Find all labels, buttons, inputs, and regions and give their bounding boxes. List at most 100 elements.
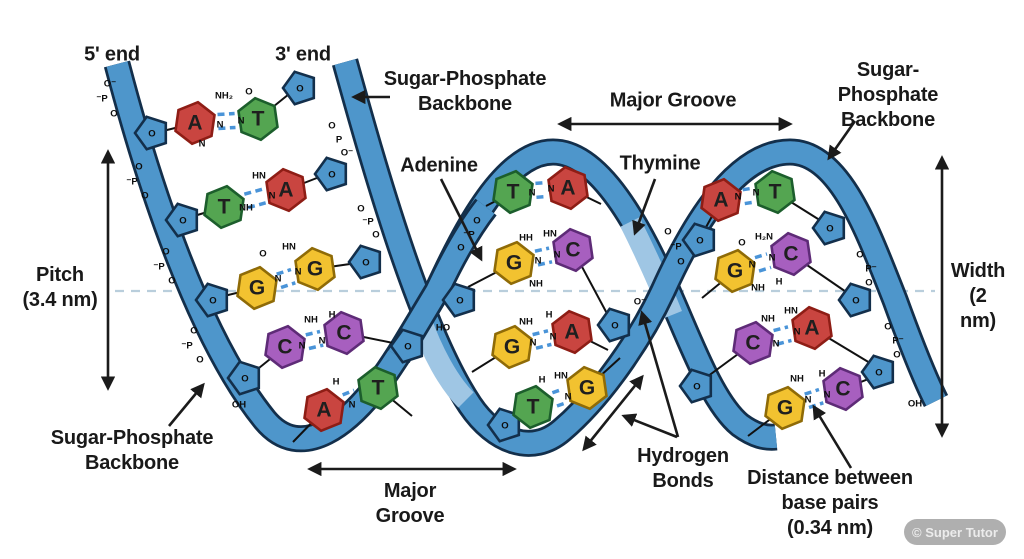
atom-label: N bbox=[295, 267, 302, 278]
phosphate-label: O bbox=[884, 322, 891, 333]
sugar-oxygen-label: O bbox=[456, 296, 463, 307]
label-major-groove-bottom: Major Groove bbox=[375, 480, 445, 527]
hydrogen-bond-dashes bbox=[534, 246, 550, 253]
phosphate-label: O bbox=[865, 278, 872, 289]
base-A bbox=[174, 100, 216, 146]
base-letter: A bbox=[804, 317, 819, 340]
atom-label: NH bbox=[751, 283, 765, 294]
atom-label: NH bbox=[761, 314, 775, 325]
base-letter: T bbox=[769, 181, 782, 204]
base-letter: A bbox=[564, 321, 579, 344]
sugar-oxygen-label: O bbox=[148, 129, 155, 140]
hydrogen-bond-dashes bbox=[305, 329, 321, 337]
base-letter: C bbox=[565, 239, 580, 262]
deoxyribose-sugar bbox=[860, 354, 895, 390]
atom-label: N bbox=[299, 341, 306, 352]
phosphate-label: ⁻P bbox=[96, 94, 108, 105]
phosphate-label: ⁻P bbox=[126, 177, 138, 188]
base-letter: T bbox=[527, 396, 540, 419]
phosphate-label: ⁻P bbox=[670, 242, 682, 253]
base-letter: A bbox=[560, 177, 575, 200]
atom-label: N bbox=[735, 192, 742, 203]
phosphate-label: O bbox=[473, 216, 480, 227]
hydrogen-bond-dashes bbox=[758, 265, 772, 273]
atom-label: O bbox=[738, 238, 745, 249]
atom-label: N bbox=[275, 274, 282, 285]
phosphate-label: O bbox=[372, 230, 379, 241]
label-sugar-phosphate-top-right: Sugar-Phosphate Backbone bbox=[837, 58, 939, 131]
label-five-prime-end: 5' end bbox=[84, 43, 140, 66]
base-letter: A bbox=[713, 189, 728, 212]
deoxyribose-sugar bbox=[347, 244, 382, 280]
base-T bbox=[492, 169, 534, 215]
base-letter: C bbox=[835, 378, 850, 401]
atom-label: H bbox=[329, 310, 336, 321]
hydrogen-bond-dashes bbox=[217, 111, 235, 117]
hydrogen-bond-dashes bbox=[744, 200, 754, 206]
base-C bbox=[552, 227, 594, 273]
atom-label: NH bbox=[519, 317, 533, 328]
atom-label: N bbox=[773, 339, 780, 350]
base-letter: C bbox=[745, 332, 760, 355]
hydrogen-bond-dashes bbox=[276, 267, 292, 276]
atom-label: N bbox=[269, 191, 276, 202]
sugar-oxygen-label: O bbox=[693, 382, 700, 393]
atom-label: N bbox=[217, 120, 224, 131]
base-T bbox=[357, 365, 399, 411]
atom-label: N bbox=[805, 395, 812, 406]
deoxyribose-sugar bbox=[226, 360, 261, 396]
base-T bbox=[512, 384, 554, 430]
base-G bbox=[764, 385, 806, 431]
base-letter: T bbox=[218, 196, 231, 219]
deoxyribose-sugar bbox=[811, 210, 846, 246]
phosphate-label: O bbox=[357, 204, 364, 215]
sugar-oxygen-label: O bbox=[501, 421, 508, 432]
hydrogen-bond-dashes bbox=[247, 201, 267, 210]
phosphate-label: O⁻ bbox=[104, 79, 116, 90]
atom-label: O bbox=[259, 249, 266, 260]
phosphate-label: O bbox=[110, 109, 117, 120]
hydrogen-bond-dashes bbox=[754, 252, 768, 260]
base-T bbox=[754, 169, 796, 215]
sugar-oxygen-label: O bbox=[696, 236, 703, 247]
atom-label: HN bbox=[554, 371, 568, 382]
hydrogen-bond-dashes bbox=[243, 187, 263, 196]
base-G bbox=[491, 324, 533, 370]
hydrogen-bond-dashes bbox=[536, 194, 546, 200]
base-letter: T bbox=[372, 377, 385, 400]
phosphate-label: O bbox=[168, 276, 175, 287]
base-A bbox=[265, 167, 307, 213]
sugar-oxygen-label: O bbox=[875, 368, 882, 379]
hydrogen-bond-dashes bbox=[347, 401, 361, 410]
arrow-adenine bbox=[439, 178, 483, 262]
label-major-groove-top: Major Groove bbox=[609, 89, 737, 112]
base-G bbox=[493, 240, 535, 286]
atom-label: HN bbox=[784, 306, 798, 317]
atom-label: NH bbox=[790, 374, 804, 385]
base-A bbox=[547, 165, 589, 211]
phosphate-label: O bbox=[856, 250, 863, 261]
atom-label: N bbox=[349, 400, 356, 411]
sugar-oxygen-label: O bbox=[241, 374, 248, 385]
atom-label: N bbox=[749, 260, 756, 271]
deoxyribose-sugar bbox=[194, 282, 229, 318]
phosphate-label: O bbox=[141, 191, 148, 202]
phosphate-label: P⁻ bbox=[865, 264, 876, 275]
atom-label: N bbox=[319, 336, 326, 347]
atom-label: HH bbox=[519, 233, 533, 244]
atom-label: N bbox=[794, 327, 801, 338]
base-G bbox=[714, 248, 756, 294]
base-C bbox=[323, 310, 365, 356]
atom-label: HN bbox=[543, 229, 557, 240]
label-adenine: Adenine bbox=[400, 154, 478, 177]
arrow-hydrogen-bonds-up bbox=[638, 310, 680, 438]
hydrogen-bond-dashes bbox=[804, 387, 820, 396]
sugar-oxygen-label: O bbox=[296, 84, 303, 95]
sugar-oxygen-label: O bbox=[362, 258, 369, 269]
deoxyribose-sugar bbox=[313, 156, 348, 192]
atom-label: O bbox=[245, 87, 252, 98]
atom-label: N bbox=[530, 338, 537, 349]
label-width: Width (2 nm) bbox=[950, 259, 1006, 332]
base-letter: A bbox=[187, 112, 202, 135]
